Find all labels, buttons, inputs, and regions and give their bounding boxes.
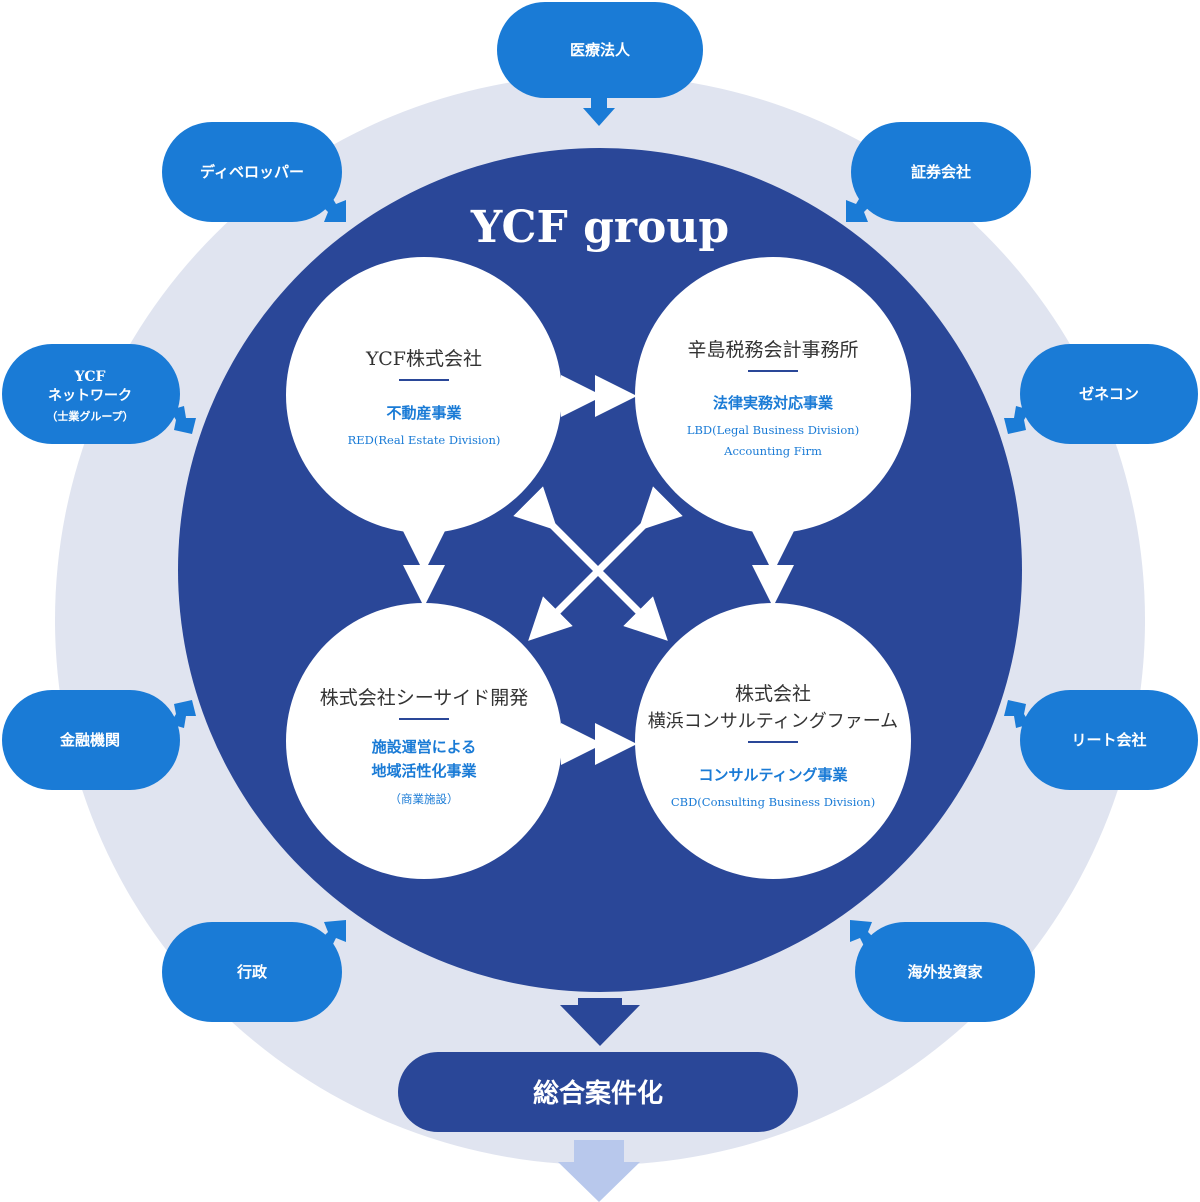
partner-overseas: 海外投資家 [850,920,1035,1022]
company-karashima: 辛島税務会計事務所 法律実務対応事業 LBD(Legal Business Di… [635,257,911,533]
partner-general-contractor: ゼネコン [1004,344,1198,444]
divider [748,741,798,743]
division-sub: RED(Real Estate Division) [348,433,501,447]
partner-securities: 証券会社 [846,122,1031,222]
partner-label: 海外投資家 [907,963,982,981]
partner-label: ネットワーク [48,388,132,404]
partner-label: 医療法人 [570,41,631,59]
company-seaside: 株式会社シーサイド開発 施設運営による 地域活性化事業 （商業施設） [286,603,562,879]
partner-label: 証券会社 [911,163,971,181]
division-label: 法律実務対応事業 [713,394,834,412]
partner-financial: 金融機関 [2,690,196,790]
group-title: YCF group [470,202,729,253]
arrow-diagonal-icon [528,486,683,641]
company-name: 株式会社シーサイド開発 [320,687,529,709]
division-sub: LBD(Legal Business Division) [687,423,859,437]
division-label: コンサルティング事業 [698,766,848,784]
result-label: 総合案件化 [533,1078,663,1109]
partner-network: YCF ネットワーク （士業グループ） [2,344,196,444]
partner-label: 行政 [236,963,268,981]
divider [399,718,449,720]
partner-medical: 医療法人 [497,2,703,126]
division-sub: （商業施設） [390,792,459,806]
company-name: YCF株式会社 [365,348,482,370]
company-name: 株式会社 [735,683,811,705]
arrow-pointer-icon [170,700,196,728]
division-label: 地域活性化事業 [371,762,477,780]
divider [748,370,798,372]
division-sub: CBD(Consulting Business Division) [671,795,875,809]
division-label: 施設運営による [372,738,477,756]
divider [399,379,449,381]
down-arrow-icon [560,998,640,1046]
partner-label: ゼネコン [1079,385,1139,403]
result-pill: 総合案件化 [398,1052,798,1132]
arrow-pointer-icon [850,920,878,950]
arrow-pointer-icon [170,406,196,434]
division-label: 不動産事業 [386,404,462,422]
partner-government: 行政 [162,920,346,1022]
arrow-pointer-icon [1004,406,1030,434]
division-sub: Accounting Firm [723,444,822,458]
arrow-pointer-icon [583,96,615,126]
company-name: 横浜コンサルティングファーム [648,711,898,732]
company-ycf: YCF株式会社 不動産事業 RED(Real Estate Division) [286,257,562,533]
partner-label: ディベロッパー [200,163,304,181]
partner-label: 金融機関 [59,731,120,749]
arrow-pointer-icon [1004,700,1030,728]
arrow-pointer-icon [318,920,346,950]
arrow-pointer-icon [318,194,346,222]
bottom-arrow-icon [558,1140,640,1202]
arrow-pointer-icon [846,194,874,222]
partner-label: YCF [74,369,106,385]
partner-developer: ディベロッパー [162,122,346,222]
company-name: 辛島税務会計事務所 [687,339,858,361]
partner-label: （士業グループ） [46,409,133,423]
partner-reit: リート会社 [1004,690,1198,790]
company-yokohama-consulting: 株式会社 横浜コンサルティングファーム コンサルティング事業 CBD(Consu… [635,603,911,879]
partner-label: リート会社 [1071,731,1146,749]
